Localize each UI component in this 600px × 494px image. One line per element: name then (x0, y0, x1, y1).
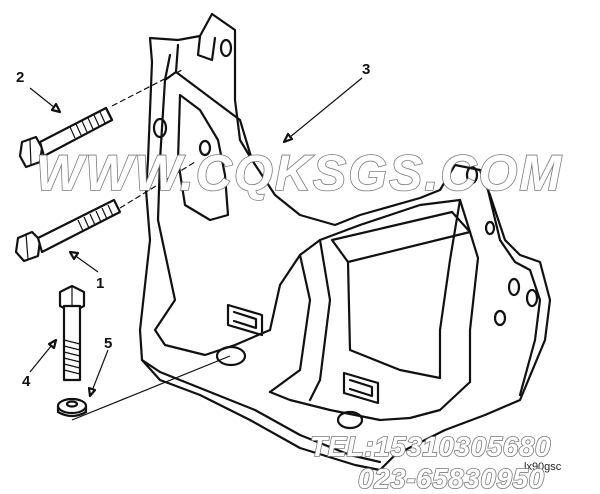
watermark-site: WWW.CQKSGS.COM (36, 145, 563, 201)
bolt-part-1 (14, 198, 122, 263)
callout-1: 1 (96, 275, 104, 292)
bolt-part-4 (58, 284, 86, 382)
leader-lines (29, 69, 363, 421)
callout-4: 4 (22, 373, 31, 390)
bolt-part-2 (18, 106, 114, 169)
watermark-tel: TEL:15310305680 (310, 431, 551, 462)
figure-code: lx90gsc (524, 461, 562, 473)
callout-2: 2 (16, 69, 24, 86)
watermark-phone: 023-65830950 (358, 463, 545, 494)
callout-5: 5 (104, 335, 112, 352)
washer-part-5 (56, 397, 88, 418)
callout-3: 3 (362, 61, 370, 78)
bracket-part-3 (138, 12, 552, 472)
